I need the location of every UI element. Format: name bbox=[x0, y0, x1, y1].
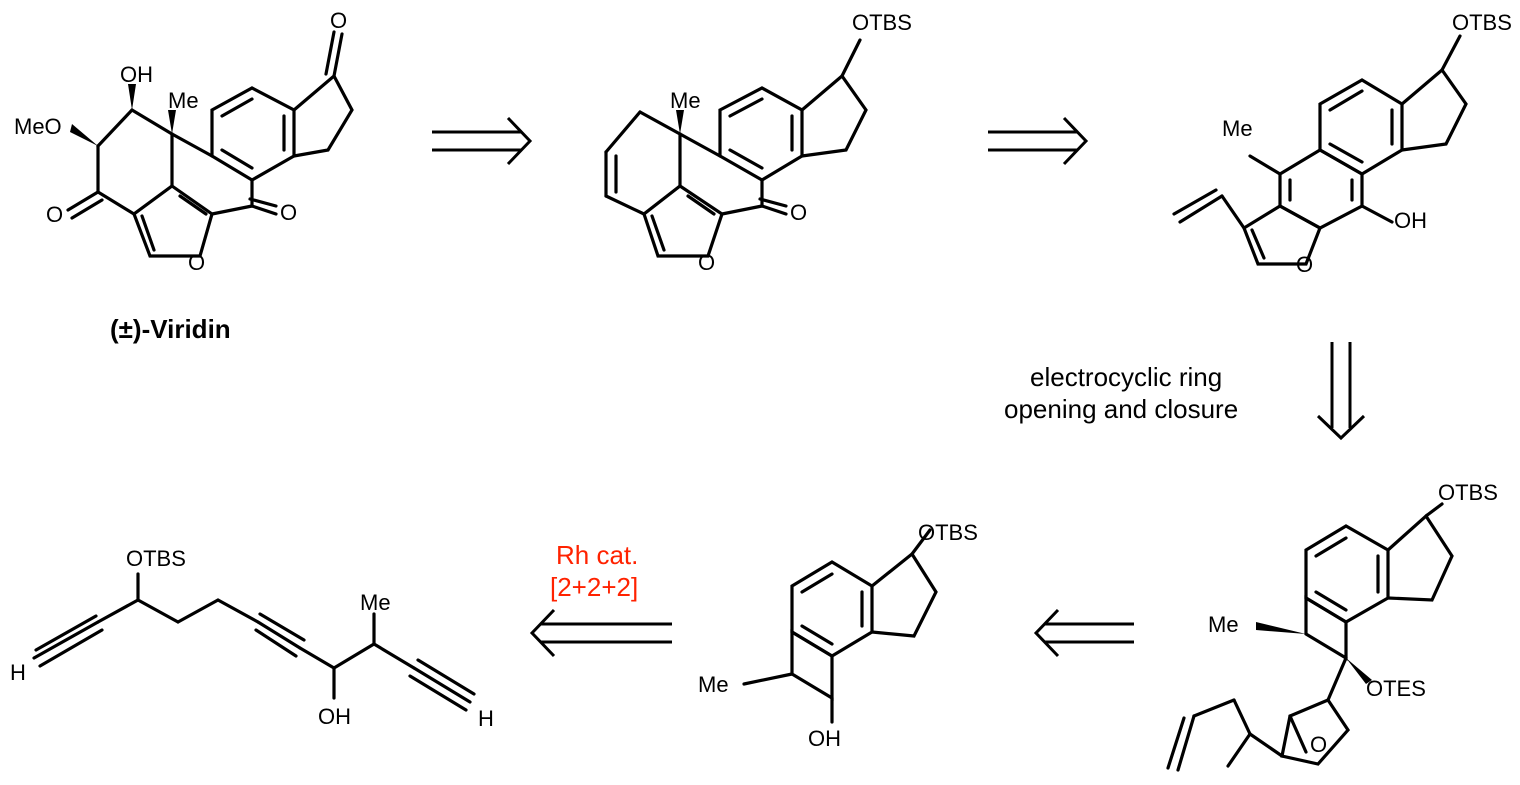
viridin-meo-label: MeO bbox=[14, 114, 62, 139]
retro-arrow-3 bbox=[1316, 342, 1366, 441]
viridin-oh-label: OH bbox=[120, 62, 153, 87]
rh-condition-line1: Rh cat. bbox=[556, 540, 638, 570]
intermediate4-furan-o-label: O bbox=[1310, 732, 1327, 757]
viridin-me-label: Me bbox=[168, 88, 199, 113]
intermediate5-otbs-label: OTBS bbox=[918, 520, 978, 545]
electrocyclic-condition-line2: opening and closure bbox=[1004, 394, 1238, 424]
intermediate5-me-label: Me bbox=[698, 672, 729, 697]
compound-triyne: OTBS H Me OH H bbox=[10, 546, 494, 731]
intermediate3-me-label: Me bbox=[1222, 116, 1253, 141]
intermediate4-otes-label: OTES bbox=[1366, 676, 1426, 701]
intermediate2-me-label: Me bbox=[670, 88, 701, 113]
intermediate3-otbs-label: OTBS bbox=[1452, 10, 1512, 35]
viridin-compound-name: (±)-Viridin bbox=[110, 314, 231, 344]
retro-arrow-5 bbox=[529, 608, 672, 658]
triyne-right-h-label: H bbox=[478, 706, 494, 731]
triyne-left-h-label: H bbox=[10, 660, 26, 685]
electrocyclic-condition-line1: electrocyclic ring bbox=[1030, 362, 1222, 392]
compound-benzocyclobutene-furan: OTBS Me OTES O bbox=[1166, 480, 1498, 772]
compound-benzocyclobutenol: OTBS Me OH bbox=[698, 520, 978, 751]
compound-viridin: OH Me MeO O O O O bbox=[14, 8, 354, 275]
retro-arrow-4 bbox=[1033, 608, 1134, 658]
intermediate4-otbs-label: OTBS bbox=[1438, 480, 1498, 505]
intermediate4-me-label: Me bbox=[1208, 612, 1239, 637]
compound-dienone-intermediate: Me OTBS O O bbox=[604, 10, 912, 275]
viridin-ketone-o-label: O bbox=[330, 8, 347, 33]
triyne-me-label: Me bbox=[360, 590, 391, 615]
triyne-oh-label: OH bbox=[318, 704, 351, 729]
triyne-otbs-label: OTBS bbox=[126, 546, 186, 571]
intermediate3-furan-o-label: O bbox=[1296, 252, 1313, 277]
viridin-left-ketone-o-label: O bbox=[46, 202, 63, 227]
compound-naphthofuranol: Me OTBS OH O bbox=[1172, 10, 1512, 277]
intermediate2-otbs-label: OTBS bbox=[852, 10, 912, 35]
intermediate5-oh-label: OH bbox=[808, 726, 841, 751]
retro-arrow-2 bbox=[988, 116, 1089, 166]
intermediate2-ketone-o-label: O bbox=[790, 200, 807, 225]
rh-condition-line2: [2+2+2] bbox=[550, 572, 638, 602]
viridin-right-ketone-o-label: O bbox=[280, 200, 297, 225]
intermediate2-furan-o-label: O bbox=[698, 250, 715, 275]
intermediate3-oh-label: OH bbox=[1394, 208, 1427, 233]
retro-arrow-1 bbox=[432, 116, 533, 166]
viridin-furan-o-label: O bbox=[188, 250, 205, 275]
